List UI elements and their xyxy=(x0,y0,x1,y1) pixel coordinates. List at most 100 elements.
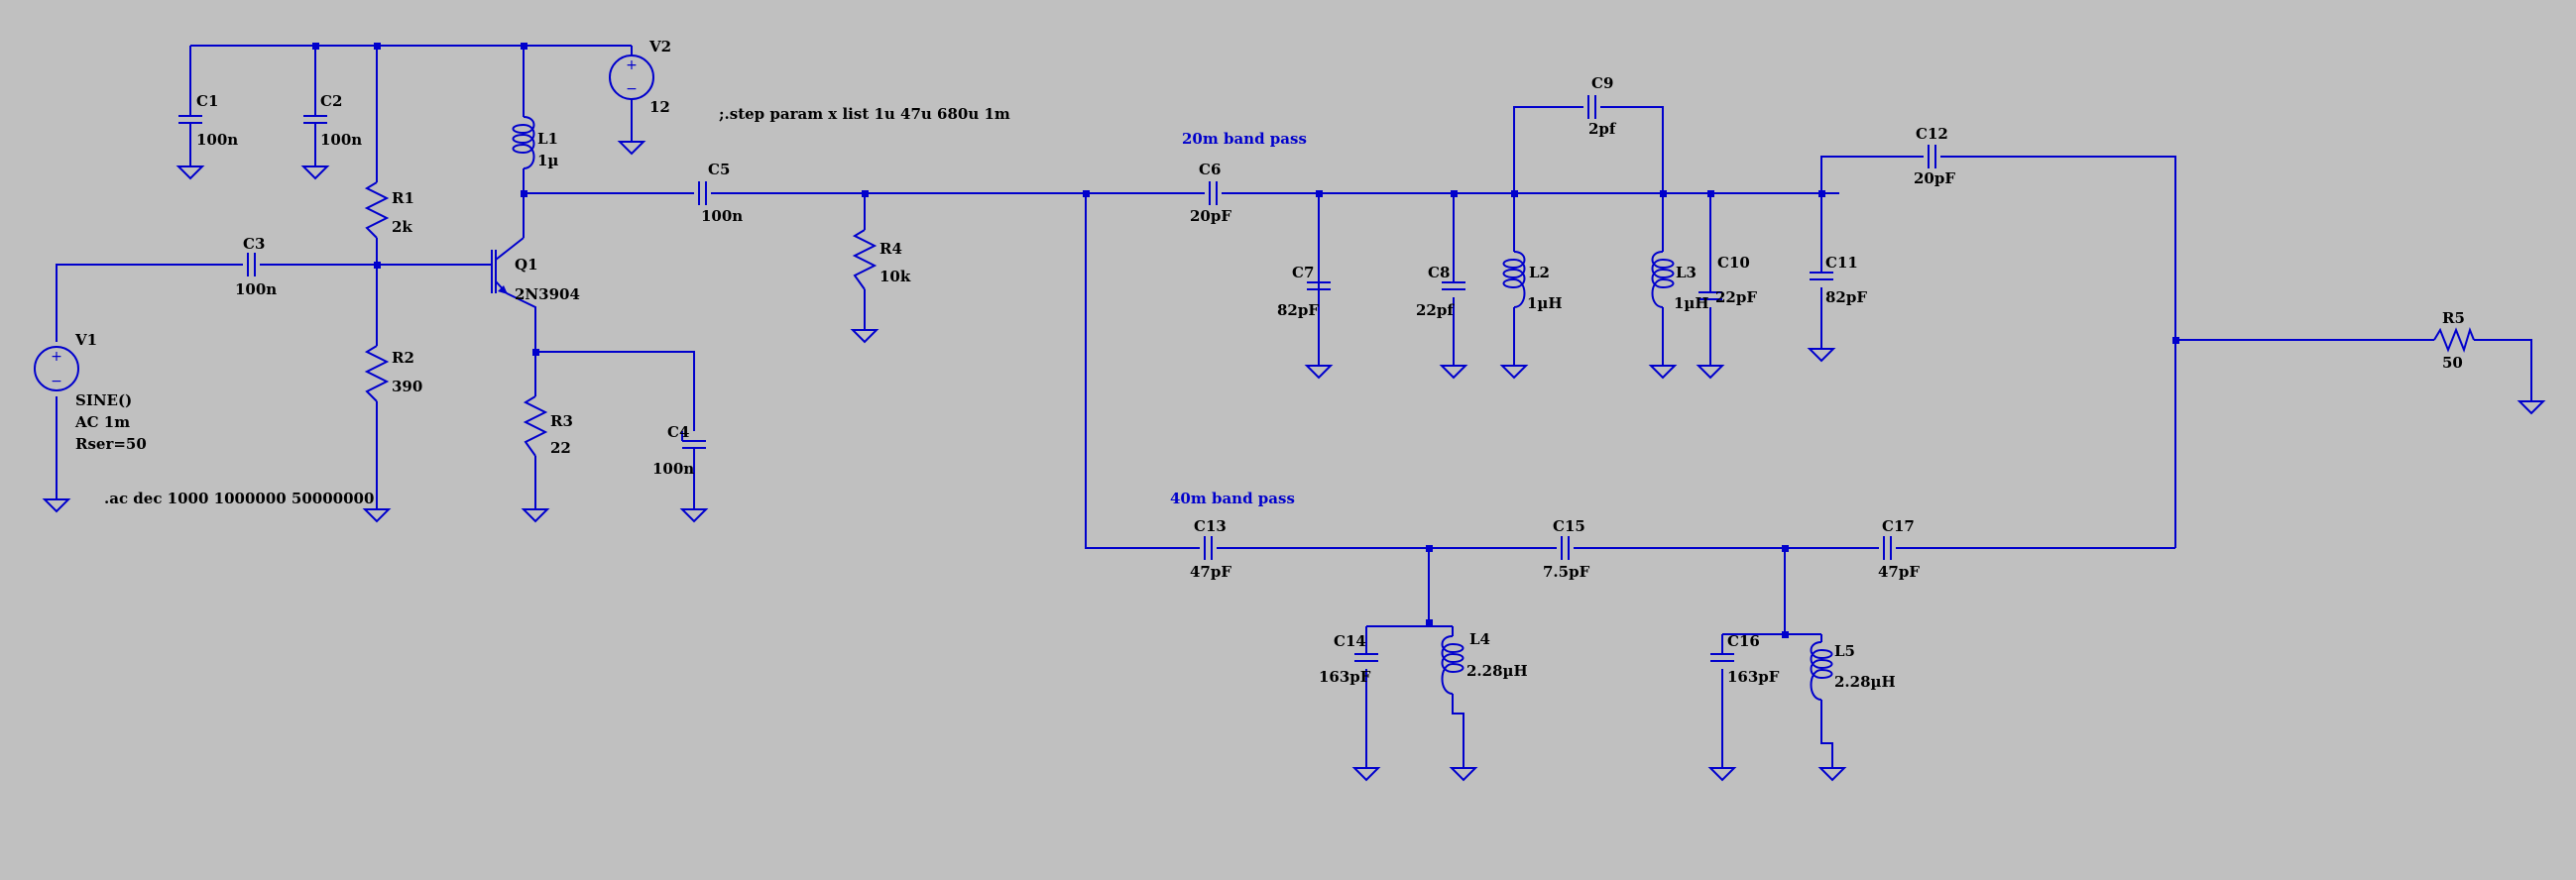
l3-name: L3 xyxy=(1676,264,1697,281)
v1-value-rser: Rser=50 xyxy=(75,435,147,453)
r1-name: R1 xyxy=(392,189,414,207)
c4-value: 100n xyxy=(652,460,694,478)
capacitor-symbol xyxy=(1587,95,1596,119)
wire-input xyxy=(56,264,464,342)
junction-dot xyxy=(374,43,381,50)
ground-icon xyxy=(300,165,330,180)
l5-value: 2.28µH xyxy=(1834,673,1896,691)
inductor-symbol xyxy=(1651,251,1675,308)
ground-icon xyxy=(679,508,709,523)
c17-name: C17 xyxy=(1882,517,1915,535)
l1-value: 1µ xyxy=(537,152,558,169)
v1-value: SINE() xyxy=(75,391,132,409)
c17-value: 47pF xyxy=(1878,563,1920,581)
band-title-40m: 40m band pass xyxy=(1170,490,1295,507)
wire-c12 xyxy=(1820,156,2176,548)
junction-dot xyxy=(862,190,869,197)
capacitors xyxy=(178,95,1936,662)
c14-value: 163pF xyxy=(1319,668,1371,686)
transistor-q1-symbol xyxy=(464,237,525,294)
c10-name: C10 xyxy=(1717,254,1750,272)
capacitor-symbol xyxy=(247,253,256,276)
r4-name: R4 xyxy=(879,240,902,258)
c5-name: C5 xyxy=(708,161,730,178)
c8-value: 22pf xyxy=(1416,301,1455,319)
l2-name: L2 xyxy=(1529,264,1550,281)
junction-dot xyxy=(521,190,527,197)
junction-dot xyxy=(1426,545,1433,552)
ground-icon xyxy=(1807,348,1836,363)
capacitor-symbol xyxy=(1883,536,1892,560)
junction-dot xyxy=(1707,190,1714,197)
junction-dot xyxy=(1782,631,1789,638)
capacitor-symbol xyxy=(303,111,327,166)
c11-name: C11 xyxy=(1825,254,1858,272)
junction-dot xyxy=(1451,190,1458,197)
junctions xyxy=(312,43,2179,638)
v2-plus-sign: + xyxy=(626,57,638,73)
junction-dot xyxy=(374,262,381,269)
c5-value: 100n xyxy=(701,207,743,225)
resistor-symbol xyxy=(364,181,390,239)
c16-name: C16 xyxy=(1727,632,1760,650)
ground-icon xyxy=(1439,365,1468,380)
grounds xyxy=(42,141,2546,782)
c16-value: 163pF xyxy=(1727,668,1780,686)
ground-icon xyxy=(1707,767,1737,782)
v2-value: 12 xyxy=(649,98,670,116)
v1-plus-sign: + xyxy=(51,349,62,365)
ground-icon xyxy=(1449,767,1478,782)
l4-value: 2.28µH xyxy=(1466,662,1528,680)
c8-name: C8 xyxy=(1428,264,1450,281)
capacitor-symbol xyxy=(1204,536,1213,560)
l4-name: L4 xyxy=(1469,630,1490,648)
c15-name: C15 xyxy=(1553,517,1585,535)
c15-value: 7.5pF xyxy=(1543,563,1590,581)
junction-dot xyxy=(1316,190,1323,197)
c13-value: 47pF xyxy=(1190,563,1231,581)
spice-step-directive: ;.step param x list 1u 47u 680u 1m xyxy=(719,105,1010,123)
junction-dot xyxy=(1782,545,1789,552)
capacitor-symbol xyxy=(698,181,707,205)
v2-source-circle xyxy=(609,55,654,100)
wire-c9 xyxy=(1513,106,1664,193)
ground-icon xyxy=(1648,365,1678,380)
r2-value: 390 xyxy=(392,378,422,395)
c3-value: 100n xyxy=(235,280,277,298)
resistor-symbol xyxy=(852,229,878,290)
junction-dot xyxy=(2172,337,2179,344)
resistor-symbol xyxy=(523,395,548,457)
junction-dot xyxy=(1083,190,1090,197)
ground-icon xyxy=(617,141,646,156)
c14-name: C14 xyxy=(1334,632,1366,650)
junction-dot xyxy=(1426,619,1433,626)
c1-value: 100n xyxy=(196,131,238,149)
ground-icon xyxy=(1304,365,1334,380)
c13-name: C13 xyxy=(1194,517,1227,535)
wires xyxy=(56,45,2532,768)
junction-dot xyxy=(312,43,319,50)
capacitor-symbol xyxy=(1710,653,1734,662)
r3-name: R3 xyxy=(550,412,573,430)
resistor-symbol xyxy=(2433,326,2475,354)
inductor-symbol xyxy=(1502,251,1526,308)
l2-value: 1µH xyxy=(1527,294,1563,312)
c12-value: 20pF xyxy=(1914,169,1955,187)
r3-value: 22 xyxy=(550,439,571,457)
labels: .ac dec 1000 1000000 50000000 ;.step par… xyxy=(74,38,2465,691)
ground-icon xyxy=(1351,767,1381,782)
v1-name: V1 xyxy=(74,331,97,349)
capacitor-symbol xyxy=(681,431,706,451)
ground-icon xyxy=(42,498,71,513)
c6-value: 20pF xyxy=(1190,207,1231,225)
resistors xyxy=(364,181,2475,457)
c1-name: C1 xyxy=(196,92,218,110)
emitter-arrow xyxy=(498,285,508,294)
junction-dot xyxy=(1818,190,1825,197)
c3-name: C3 xyxy=(243,235,265,253)
junction-dot xyxy=(1660,190,1667,197)
ground-icon xyxy=(1499,365,1529,380)
junction-dot xyxy=(521,43,527,50)
voltage-sources: + − + − xyxy=(34,55,654,391)
